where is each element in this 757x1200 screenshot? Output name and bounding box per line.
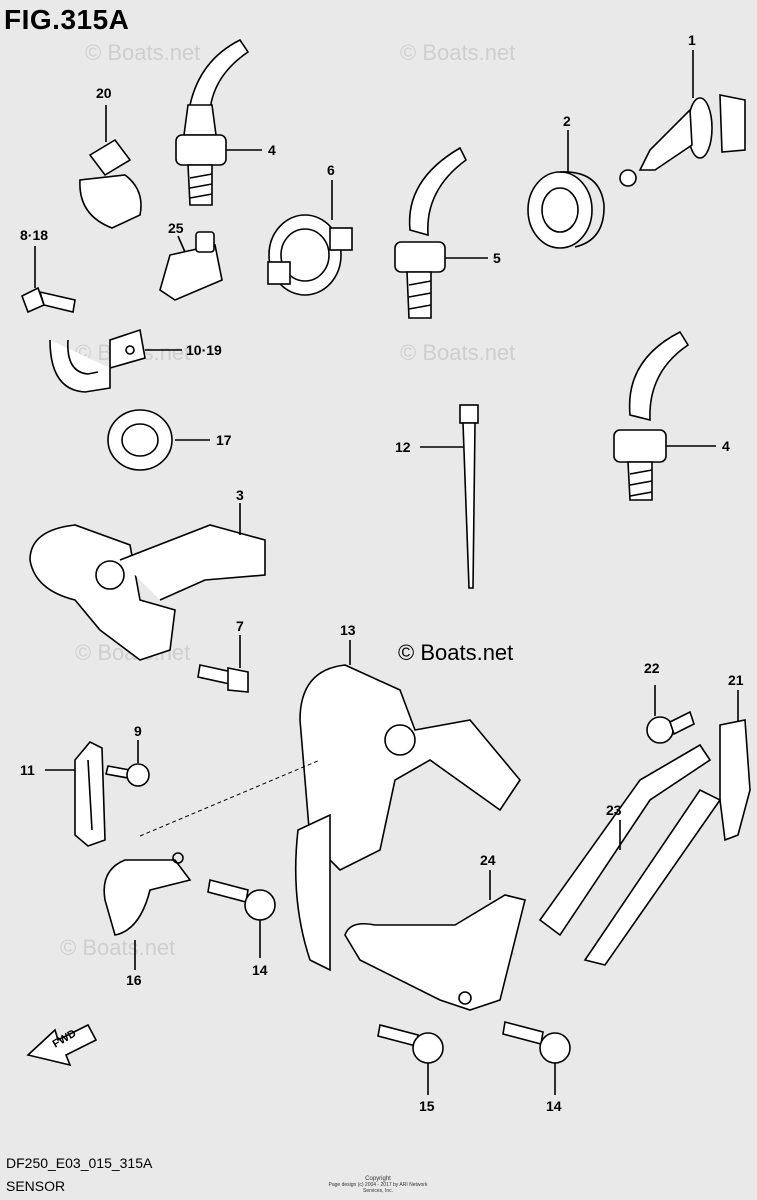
watermark: © Boats.net: [400, 40, 516, 65]
small-print-design: Page design (c) 2004 - 2017 by ARI Netwo…: [328, 1182, 428, 1194]
callout-11: 11: [20, 762, 35, 778]
callout-24: 24: [480, 852, 496, 868]
watermark: © Boats.net: [85, 40, 201, 65]
callout-14: 14: [252, 962, 268, 978]
callout-13: 13: [340, 622, 356, 638]
part-1-sensor-connector: [619, 50, 746, 187]
part-20-clip: [79, 105, 142, 229]
callout-7: 7: [236, 618, 244, 634]
part-9-screw: [105, 740, 150, 787]
callout-6: 6: [327, 162, 335, 178]
callout-5: 5: [493, 250, 501, 266]
part-13-bracket: [139, 640, 521, 972]
callout-17: 17: [216, 432, 232, 448]
part-4-switch-top: [175, 38, 262, 206]
part-2-grommet: [527, 130, 605, 249]
part-22-bolt: [646, 685, 695, 744]
part-23-bar: [538, 743, 712, 937]
part-4-switch-right: [613, 330, 716, 501]
callout-25: 25: [168, 220, 184, 236]
small-print-copyright: Copyright: [365, 1176, 391, 1182]
part-5-switch: [394, 146, 488, 319]
part-17-grommet: [107, 409, 210, 471]
part-6-pressure-switch: [267, 180, 353, 296]
part-14-bolt-left: [207, 879, 276, 958]
figure-title: FIG.315A: [4, 4, 130, 35]
part-8-18-bolt: [20, 246, 76, 314]
copyright-notice: © Boats.net: [398, 640, 514, 665]
part-25-clamp: [159, 231, 223, 301]
diagram-name: SENSOR: [6, 1178, 66, 1194]
part-16-clamp: [103, 852, 192, 970]
watermark: © Boats.net: [60, 935, 176, 960]
part-14-bolt-right: [502, 1021, 571, 1095]
part-3-bracket: [29, 503, 266, 661]
part-11-strap: [45, 741, 106, 847]
callout-15: 15: [419, 1098, 435, 1114]
callout-16: 16: [126, 972, 142, 988]
callout-22: 22: [644, 660, 660, 676]
part-24-plate: [344, 870, 526, 1011]
callout-14: 14: [546, 1098, 562, 1114]
part-12-cable-tie: [420, 404, 479, 589]
callout-2: 2: [563, 113, 571, 129]
diagram-code: DF250_E03_015_315A: [6, 1155, 153, 1171]
callout-1: 1: [688, 32, 696, 48]
part-15-bolt: [377, 1024, 444, 1095]
part-10-19-clamp: [49, 328, 182, 393]
callout-12: 12: [395, 439, 411, 455]
callout-8-18: 8·18: [20, 227, 49, 243]
part-7-bolt: [197, 635, 249, 693]
callout-21: 21: [728, 672, 744, 688]
callout-4: 4: [268, 142, 276, 158]
callout-10-19: 10·19: [186, 342, 222, 358]
fwd-arrow: [26, 1023, 98, 1067]
callout-20: 20: [96, 85, 112, 101]
callout-3: 3: [236, 487, 244, 503]
callout-4: 4: [722, 438, 730, 454]
watermark: © Boats.net: [400, 340, 516, 365]
callout-9: 9: [134, 723, 142, 739]
callout-23: 23: [606, 802, 622, 818]
part-21-bracket: [583, 690, 751, 966]
